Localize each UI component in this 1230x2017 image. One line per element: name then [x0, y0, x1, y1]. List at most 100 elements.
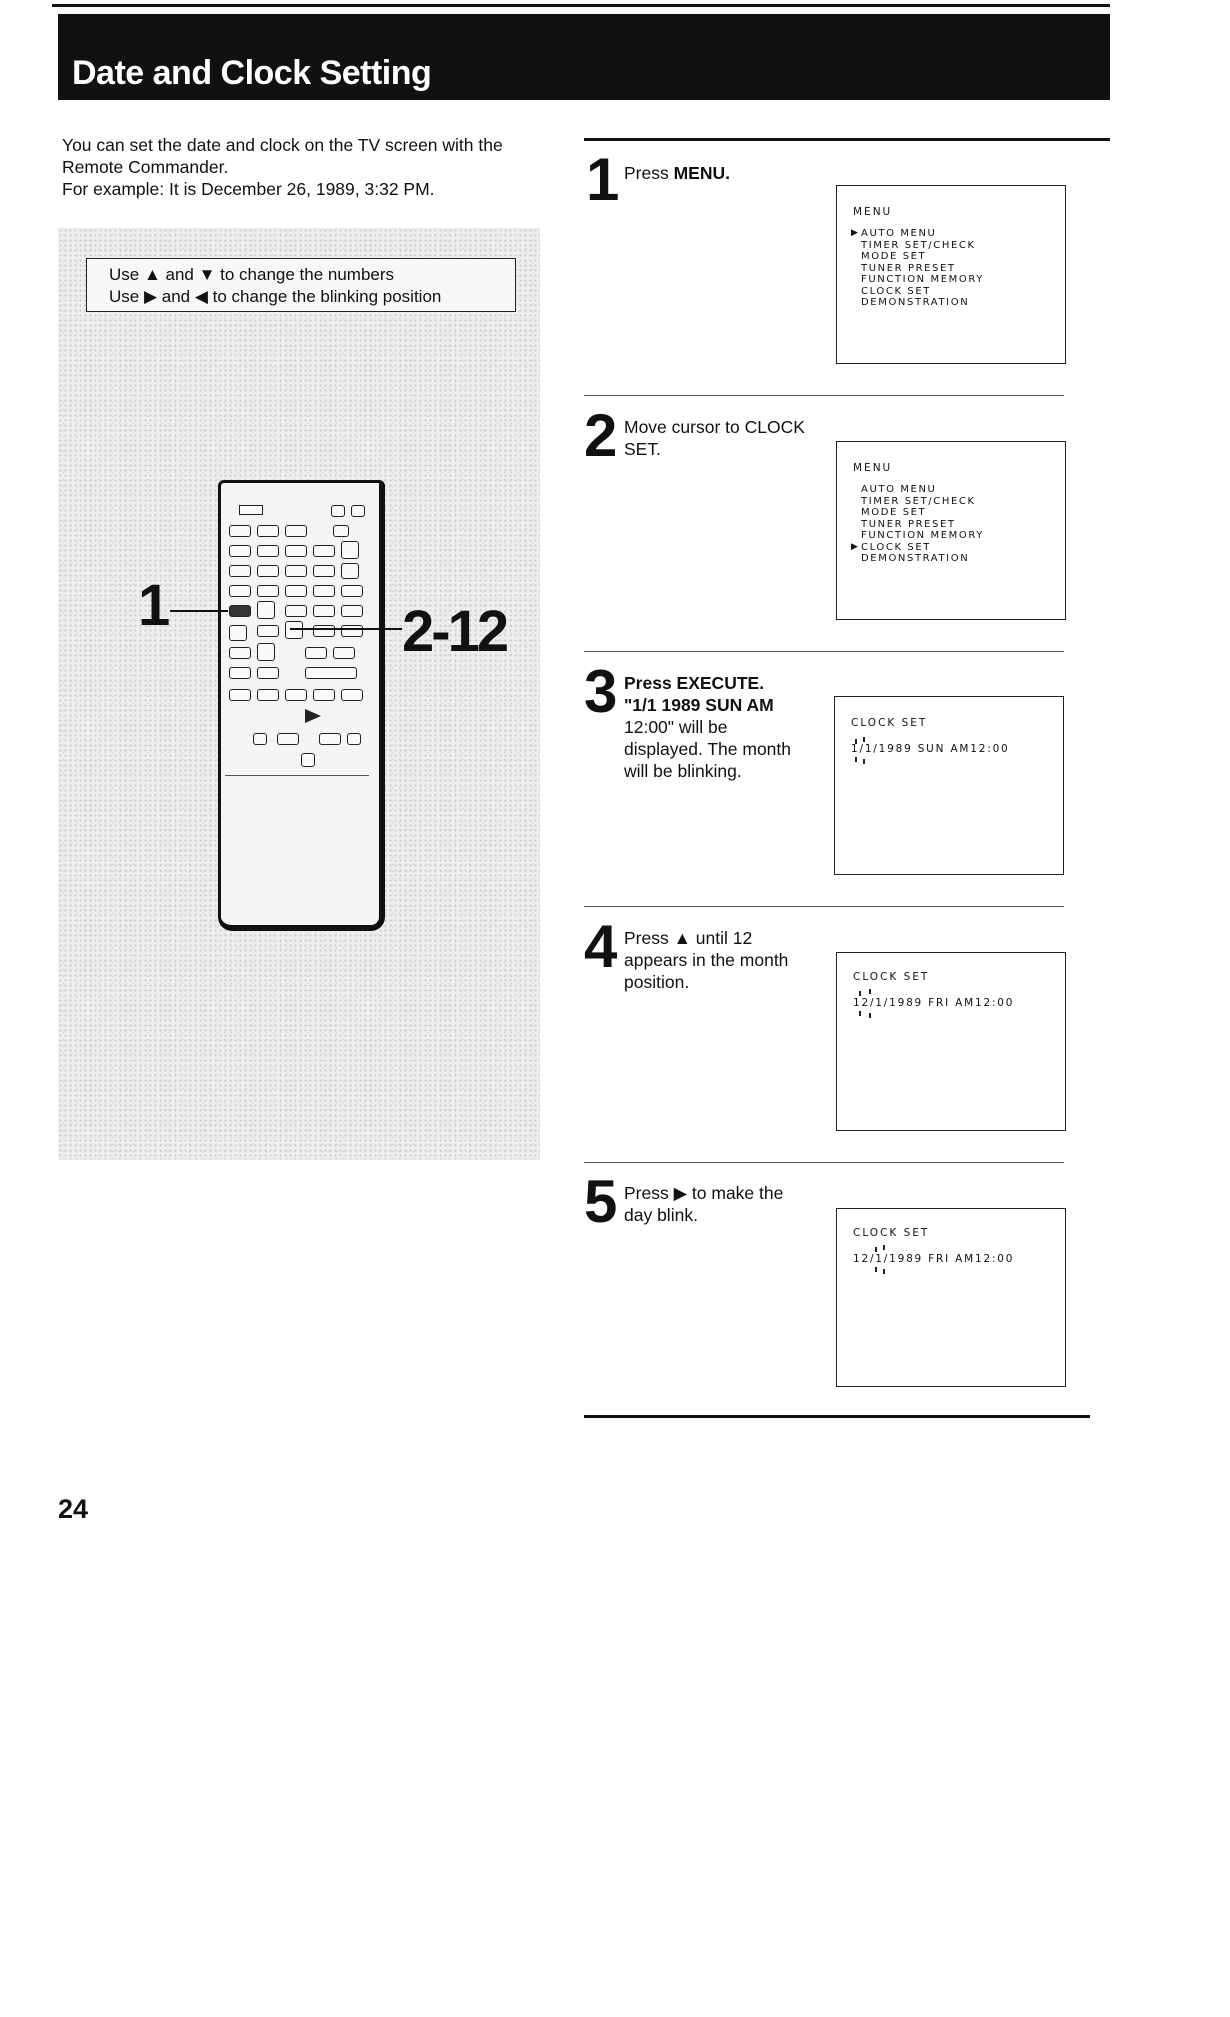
instruction-box: Use ▲ and ▼ to change the numbers Use ▶ … — [86, 258, 516, 312]
remote-button — [341, 605, 363, 617]
intro-line: For example: It is December 26, 1989, 3:… — [62, 179, 435, 199]
remote-button — [285, 545, 307, 557]
remote-button — [313, 689, 335, 701]
remote-button — [257, 525, 279, 537]
callout-left-line — [170, 610, 228, 612]
remote-button — [333, 525, 349, 537]
cursor-icon: ▶ — [851, 228, 860, 238]
header-bar: Date and Clock Setting — [58, 14, 1110, 100]
remote-button — [257, 545, 279, 557]
menu-item: AUTO MENU — [861, 484, 937, 495]
step-text-line: Press ▲ until 12 — [624, 928, 753, 948]
menu-item: TIMER SET/CHECK — [861, 495, 976, 507]
remote-button — [313, 585, 335, 597]
tv-screen: MENU ▶AUTO MENU TIMER SET/CHECK MODE SET… — [836, 185, 1066, 364]
step-text-line: SET. — [624, 439, 661, 459]
blink-icon — [863, 737, 865, 742]
remote-button — [301, 753, 315, 767]
blink-icon — [883, 1245, 885, 1250]
callout-right-line — [290, 628, 402, 630]
blink-icon — [875, 1267, 877, 1272]
remote-lower-panel — [225, 775, 369, 886]
remote-button — [229, 525, 251, 537]
cursor-icon: ▶ — [851, 541, 860, 552]
remote-commander — [218, 480, 385, 931]
play-icon — [305, 709, 321, 723]
up-button — [257, 601, 275, 619]
remote-button — [341, 625, 363, 637]
menu-item: TUNER PRESET — [861, 518, 956, 530]
step-text-line: will be blinking. — [624, 761, 742, 781]
step-text-line: displayed. The month — [624, 739, 792, 759]
down-button — [257, 643, 275, 661]
menu-item: FUNCTION MEMORY — [861, 530, 984, 541]
blink-icon — [883, 1269, 885, 1274]
menu-button — [229, 605, 251, 617]
step-number: 1 — [586, 146, 619, 213]
menu-item: DEMONSTRATION — [861, 297, 970, 308]
screen-title: CLOCK SET — [853, 971, 930, 983]
remote-button — [313, 565, 335, 577]
remote-button — [333, 647, 355, 659]
section-rule-bottom — [584, 1415, 1090, 1418]
step-text-line: appears in the month — [624, 950, 789, 970]
step-text-line: Press ▶ to make the — [624, 1183, 784, 1203]
step-text-line: "1/1 1989 SUN AM — [624, 695, 774, 715]
remote-button — [253, 733, 267, 745]
instruction-line: Use ▲ and ▼ to change the numbers — [109, 265, 395, 284]
tv-screen: CLOCK SET 1/1/1989 SUN AM12:00 — [834, 696, 1064, 875]
menu-item: CLOCK SET — [861, 285, 931, 297]
remote-button — [229, 667, 251, 679]
menu-list: AUTO MENU TIMER SET/CHECK MODE SET TUNER… — [851, 484, 984, 565]
menu-item: TIMER SET/CHECK — [861, 239, 976, 251]
intro-text: You can set the date and clock on the TV… — [62, 134, 562, 200]
step-number: 3 — [584, 658, 617, 725]
blink-icon — [863, 759, 865, 764]
step-text-line: 12:00" will be — [624, 717, 728, 737]
step-text-line: day blink. — [624, 1205, 698, 1225]
remote-button — [305, 647, 327, 659]
remote-button — [277, 733, 299, 745]
remote-button — [351, 505, 365, 517]
menu-item: MODE SET — [861, 507, 927, 518]
step-text-bold: MENU. — [673, 163, 730, 183]
step-divider — [584, 906, 1064, 907]
remote-button — [285, 689, 307, 701]
screen-title: MENU — [853, 206, 893, 218]
callout-right-label: 2-12 — [402, 599, 509, 664]
intro-line: Remote Commander. — [62, 157, 229, 177]
remote-button — [341, 541, 359, 559]
section-rule-top — [584, 138, 1110, 141]
callout-left-label: 1 — [138, 573, 170, 638]
remote-button — [319, 733, 341, 745]
remote-button — [313, 625, 335, 637]
step-text-part: Press — [624, 163, 674, 183]
page-title: Date and Clock Setting — [72, 54, 432, 92]
menu-item: AUTO MENU — [861, 228, 937, 239]
blink-icon — [855, 739, 857, 744]
blink-icon — [859, 1011, 861, 1016]
remote-button — [331, 505, 345, 517]
remote-button — [257, 689, 279, 701]
step-number: 4 — [584, 913, 617, 980]
remote-button — [229, 689, 251, 701]
step-text-line: Move cursor to CLOCK — [624, 417, 805, 437]
remote-button — [229, 565, 251, 577]
clock-value: 12/1/1989 FRI AM12:00 — [853, 997, 1015, 1009]
blink-icon — [859, 991, 861, 996]
page-number: 24 — [58, 1494, 89, 1524]
blink-icon — [855, 757, 857, 762]
step-text-line: Press EXECUTE. — [624, 673, 765, 693]
step-number: 2 — [584, 402, 617, 469]
right-button — [285, 621, 303, 639]
step-text-line: position. — [624, 972, 690, 992]
tv-screen: MENU AUTO MENU TIMER SET/CHECK MODE SET … — [836, 441, 1066, 620]
step-text: Move cursor to CLOCK SET. — [624, 416, 824, 460]
menu-item: FUNCTION MEMORY — [861, 274, 984, 285]
screen-title: CLOCK SET — [851, 717, 928, 729]
left-button — [229, 625, 247, 641]
remote-button — [285, 585, 307, 597]
step-divider — [584, 651, 1064, 652]
clock-value: 12/1/1989 FRI AM12:00 — [853, 1253, 1015, 1265]
step-text: Press ▲ until 12 appears in the month po… — [624, 927, 824, 993]
